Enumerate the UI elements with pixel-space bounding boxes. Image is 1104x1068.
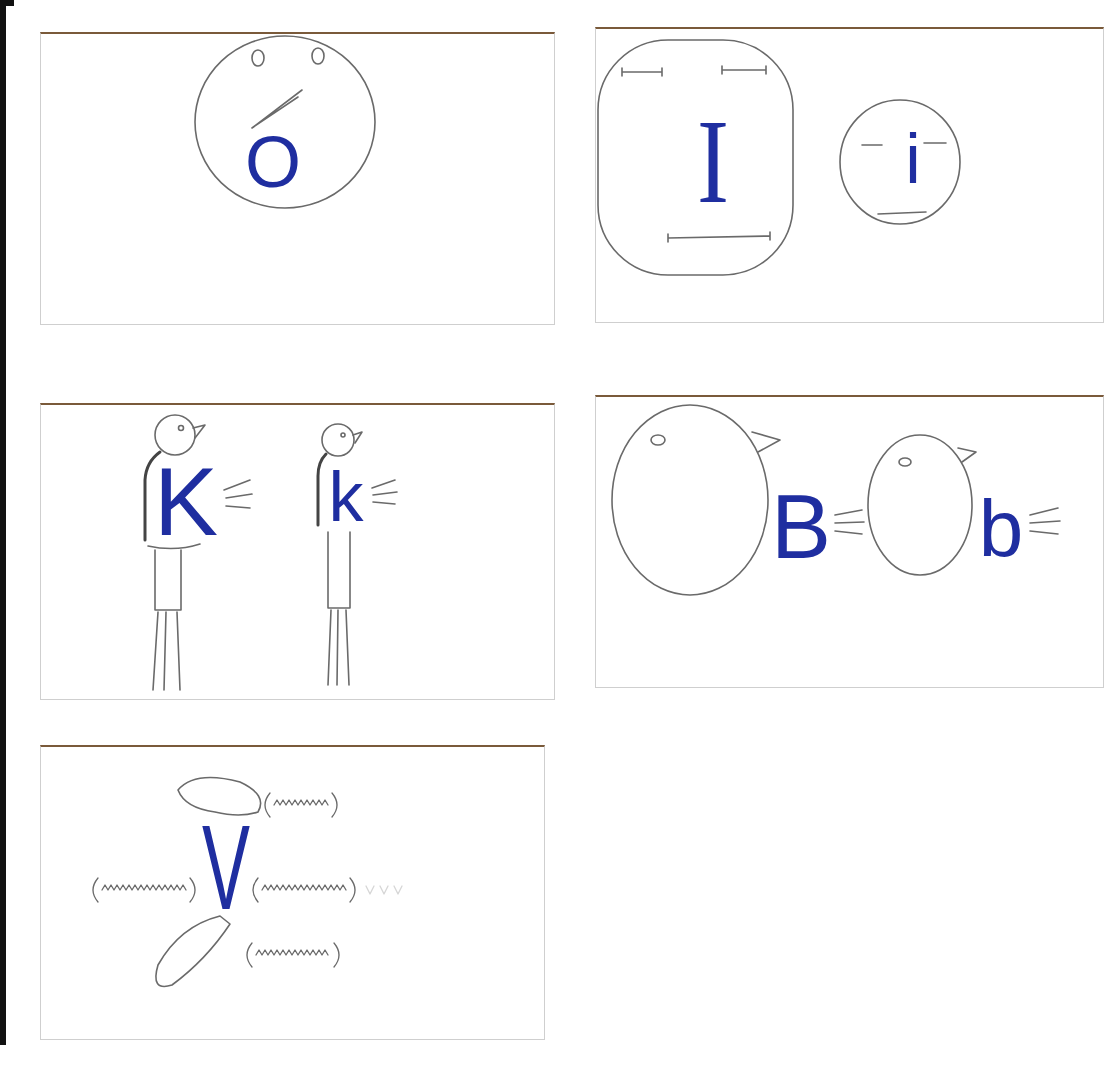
card: V (40, 745, 545, 1040)
letter: I (697, 102, 729, 222)
lips-sketch (156, 778, 261, 987)
letter: k (329, 462, 364, 532)
card: Bb (595, 395, 1104, 688)
face-sketch (195, 36, 375, 208)
letter: K (154, 454, 218, 550)
page-edge (0, 0, 6, 1045)
letter: O (245, 126, 301, 198)
figure-sketch (145, 415, 397, 690)
face-sketch (598, 40, 960, 275)
figure-sketch (612, 405, 1060, 595)
card: O (40, 32, 555, 325)
letter: B (771, 482, 831, 572)
page-edge (0, 0, 14, 6)
card: Kk (40, 403, 555, 700)
letter: V (202, 807, 250, 927)
letter: i (905, 124, 921, 194)
card: Ii (595, 27, 1104, 323)
letter: b (979, 489, 1024, 569)
vibration-squiggle (93, 793, 402, 967)
